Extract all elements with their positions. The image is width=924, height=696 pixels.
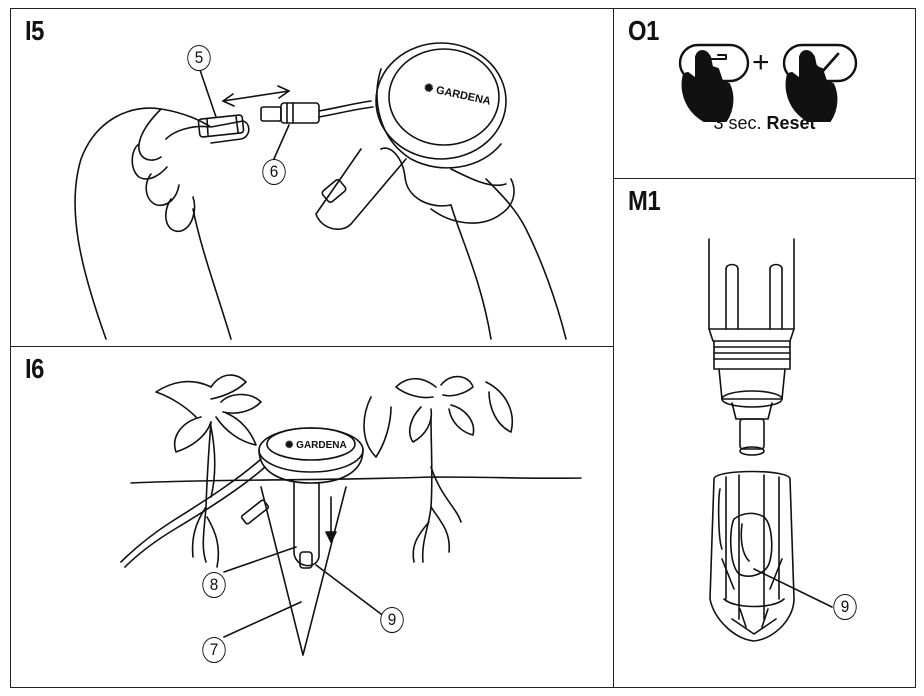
i6-brand-logo: ✺ GARDENA: [285, 440, 347, 451]
hand-icon: [681, 50, 734, 122]
i5-illustration: ✺ GARDENA: [74, 42, 567, 340]
o1-illustration: +: [678, 43, 858, 122]
reset-time: 3 sec.: [713, 113, 762, 133]
reset-instruction: 3 sec. Reset: [614, 113, 915, 134]
plus-sign: +: [752, 46, 770, 79]
panel-m1-title: M1: [628, 185, 661, 216]
callout-5: 5: [187, 45, 211, 71]
callout-8: 8: [202, 572, 226, 598]
hand-icon-2: [785, 50, 838, 122]
callout-6: 6: [262, 159, 286, 185]
i5-brand-logo: ✺ GARDENA: [423, 82, 492, 108]
panel-m1: M1 9: [613, 178, 916, 688]
panel-i5: I5 ✺ GARDENA: [10, 8, 615, 348]
m1-illustration: [708, 238, 833, 642]
callout-9: 9: [380, 607, 404, 633]
callout-9-m1: 9: [833, 594, 857, 620]
callout-7: 7: [202, 637, 226, 663]
panel-i5-title: I5: [25, 15, 45, 46]
panel-i6: I6: [10, 346, 615, 688]
panel-i6-title: I6: [25, 353, 45, 384]
i6-illustration: ✺ GARDENA: [120, 374, 582, 656]
reset-label: Reset: [766, 113, 816, 133]
panel-o1: O1 + 3 sec. Reset: [613, 8, 916, 180]
panel-o1-title: O1: [628, 15, 659, 46]
